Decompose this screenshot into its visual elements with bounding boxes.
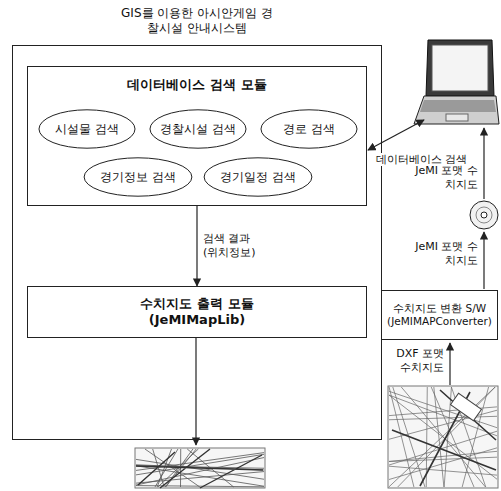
flow-arrow xyxy=(196,206,197,286)
arrow-label: JeMI 포맷 수치지도 xyxy=(414,164,478,192)
converter-to-cd-arrow xyxy=(483,232,484,289)
search-label: 경기정보 검색 xyxy=(100,170,176,185)
cd-disc-illustration xyxy=(470,201,498,229)
search-ellipse: 경기일정 검색 xyxy=(203,157,313,197)
search-label: 시설물 검색 xyxy=(55,122,119,137)
output-map-illustration xyxy=(135,448,265,488)
edge-label: 검색 결과 (위치정보) xyxy=(203,232,265,260)
arrow-label: DXF 포맷 수치지도 xyxy=(382,347,444,375)
database-search-arrow xyxy=(368,120,424,150)
laptop-illustration xyxy=(414,40,499,124)
dxf-to-converter-arrow xyxy=(449,343,450,385)
search-label: 경찰시설 검색 xyxy=(160,122,236,137)
search-ellipse: 경로 검색 xyxy=(260,109,358,149)
search-label: 경로 검색 xyxy=(283,122,335,137)
search-ellipse: 시설물 검색 xyxy=(38,109,136,149)
module-title: 데이터베이스 검색 모듈 xyxy=(28,77,366,93)
search-ellipse: 경찰시설 검색 xyxy=(149,109,247,149)
search-label: 경기일정 검색 xyxy=(220,170,296,185)
module-box: 데이터베이스 검색 모듈시설물 검색 경찰시설 검색 경로 검색경기정보 검색 경기일… xyxy=(27,66,367,206)
arrow-label: JeMI 포맷 수치지도 xyxy=(414,240,478,268)
box-label: 수치지도 변환 S/W (JeMIMAPConverter) xyxy=(387,302,492,328)
process-box: 수치지도 변환 S/W (JeMIMAPConverter) xyxy=(381,290,498,340)
dxf-map-illustration xyxy=(388,386,498,488)
diagram-title: GIS를 이용한 아시안게임 경찰시설 안내시스템 xyxy=(117,6,277,36)
module-box: 수치지도 출력 모듈 (JeMIMapLib) xyxy=(27,286,367,338)
system-boundary: GIS를 이용한 아시안게임 경찰시설 안내시스템데이터베이스 검색 모듈시설물… xyxy=(12,45,382,440)
output-to-map-arrow xyxy=(195,338,196,445)
box-label: 수치지도 출력 모듈 (JeMIMapLib) xyxy=(115,296,280,329)
cd-to-laptop-arrow xyxy=(483,128,484,199)
search-ellipse: 경기정보 검색 xyxy=(83,157,193,197)
